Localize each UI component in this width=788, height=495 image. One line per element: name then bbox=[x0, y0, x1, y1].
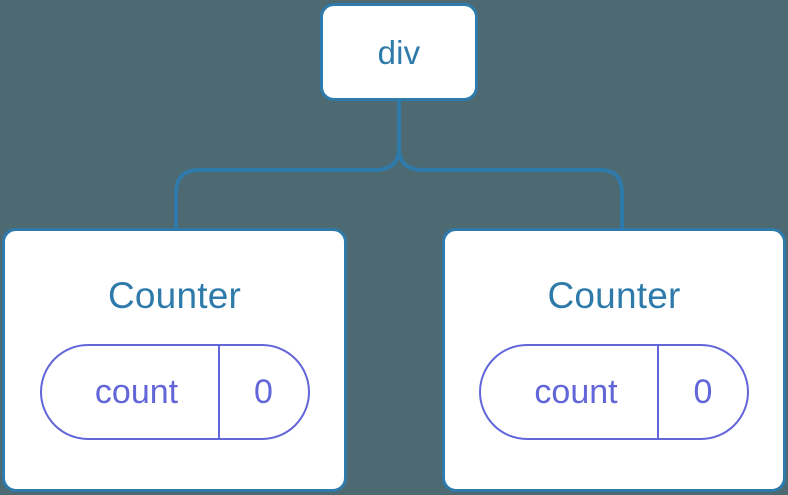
node-div[interactable]: div bbox=[320, 3, 478, 101]
node-div-label: div bbox=[377, 33, 421, 71]
connector-branch-left bbox=[174, 146, 401, 230]
state-capsule-left: count 0 bbox=[39, 344, 310, 440]
node-counter-left[interactable]: Counter count 0 bbox=[2, 228, 347, 492]
state-capsule-right: count 0 bbox=[479, 344, 749, 440]
node-counter-right-title: Counter bbox=[547, 275, 681, 316]
node-counter-right[interactable]: Counter count 0 bbox=[442, 228, 786, 492]
state-value-label: 0 bbox=[217, 346, 308, 438]
state-value-label: 0 bbox=[657, 346, 747, 438]
state-key-label: count bbox=[94, 373, 179, 411]
node-counter-left-title: Counter bbox=[107, 275, 242, 316]
state-key-label: count bbox=[534, 373, 618, 411]
connector-branch-right bbox=[397, 146, 624, 230]
